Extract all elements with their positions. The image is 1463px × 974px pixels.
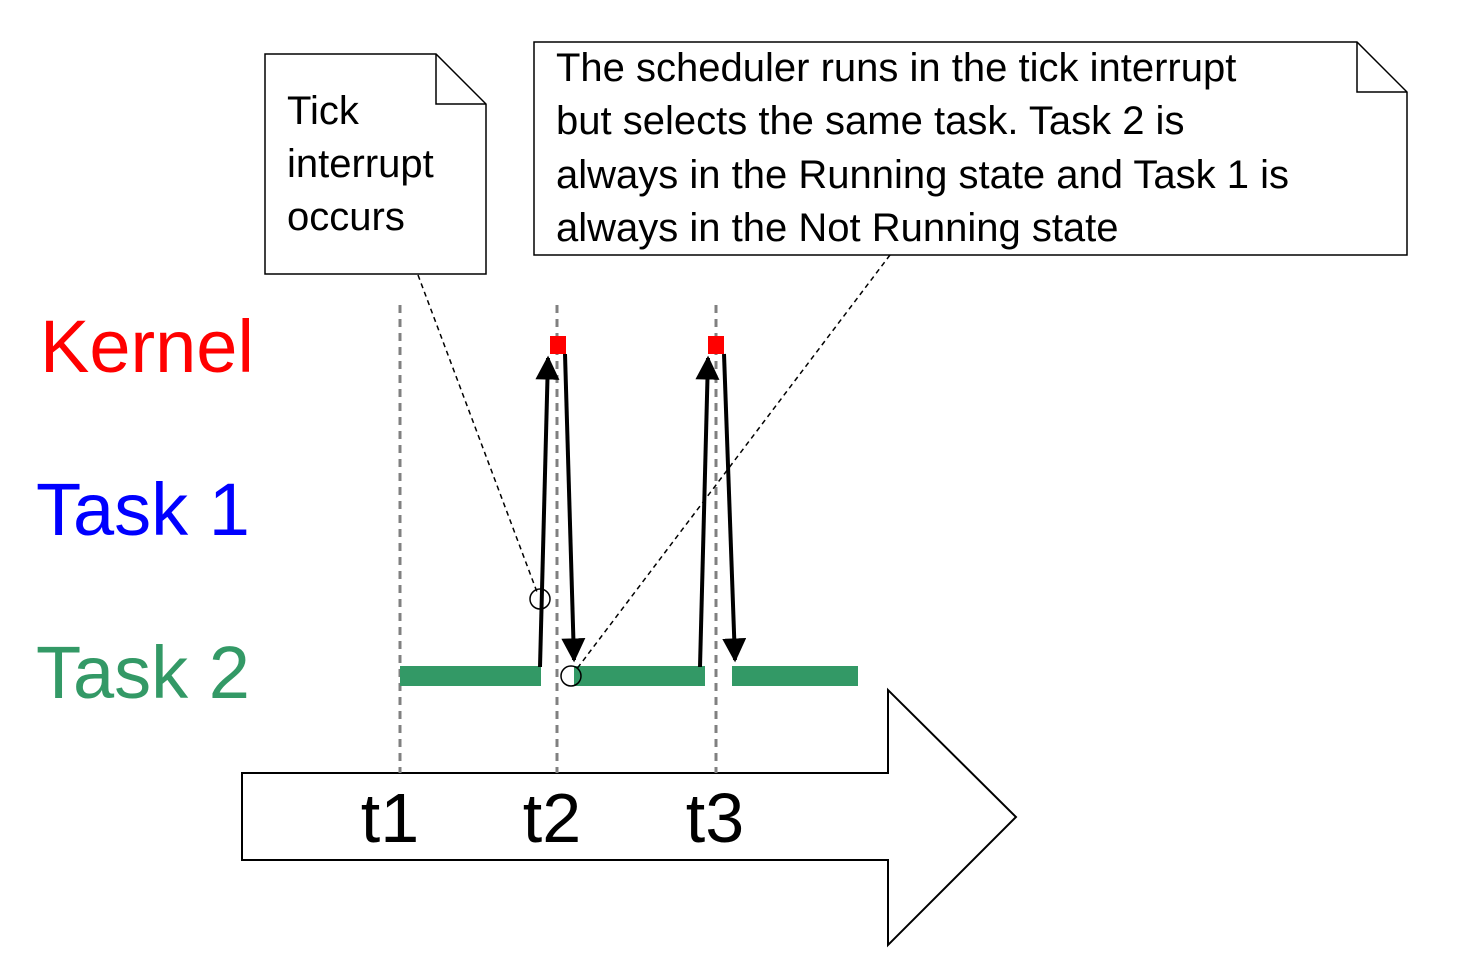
row-label-kernel: Kernel	[40, 305, 254, 388]
note-fold	[435, 54, 486, 105]
tick-label-t2: t2	[523, 779, 581, 857]
scheduler-note-line: but selects the same task. Task 2 is	[556, 99, 1184, 143]
note-fold	[1356, 42, 1407, 93]
scheduler-note-line: always in the Running state and Task 1 i…	[556, 153, 1289, 197]
switch-to-kernel-arrow	[535, 355, 560, 668]
note-box	[264, 53, 487, 275]
scheduler-note-marker	[560, 665, 582, 687]
tick-note-line: Tick	[287, 89, 360, 133]
tick-note-line: interrupt	[287, 142, 434, 186]
tick-note-marker	[529, 588, 551, 610]
scheduler-note-connector	[575, 254, 891, 671]
tick-label-t1: t1	[361, 779, 419, 857]
scheduler-note: The scheduler runs in the tick interrupt…	[533, 41, 1408, 256]
scheduler-note-line: The scheduler runs in the tick interrupt	[556, 46, 1236, 90]
task2-running-bar	[574, 666, 705, 686]
tick-note-line: occurs	[287, 195, 405, 239]
row-label-task1: Task 1	[36, 468, 250, 551]
kernel-tick-block	[550, 336, 566, 354]
switch-to-task2-arrow	[561, 353, 586, 663]
switch-to-kernel-arrow	[695, 355, 720, 668]
row-label-task2: Task 2	[36, 631, 250, 714]
time-axis-arrow	[241, 687, 1018, 948]
switch-to-task2-arrow	[722, 353, 747, 663]
tick-label-t3: t3	[686, 779, 744, 857]
kernel-tick-block	[708, 336, 724, 354]
note-box	[533, 41, 1408, 256]
task2-running-bar	[400, 666, 541, 686]
tick-interrupt-note: Tick interrupt occurs	[264, 53, 487, 275]
tick-note-connector	[417, 274, 538, 593]
scheduler-note-line: always in the Not Running state	[556, 206, 1119, 250]
task2-running-bar	[732, 666, 858, 686]
